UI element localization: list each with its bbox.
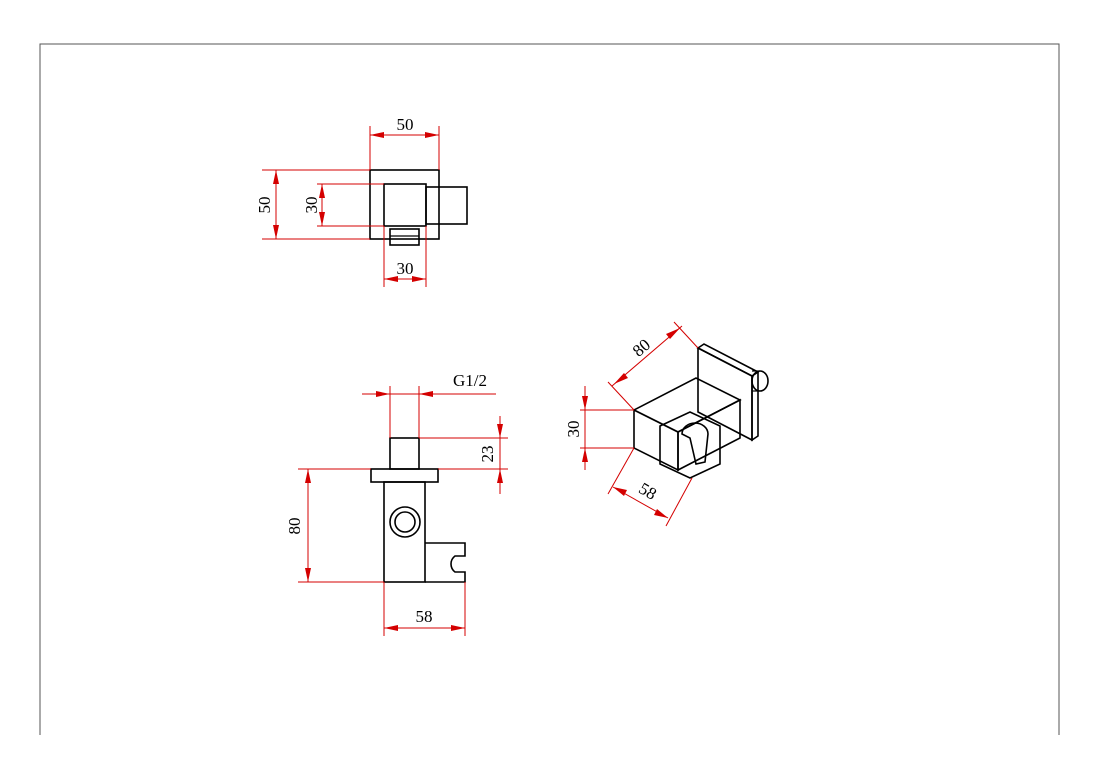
dim-arrow <box>305 469 311 483</box>
dim-arrow <box>273 170 279 184</box>
top-view-thread <box>389 228 420 246</box>
top-view-body <box>383 183 427 227</box>
dim-arrow <box>305 568 311 582</box>
top-view-holder <box>425 186 468 225</box>
front-view-outlet-outer <box>389 506 421 538</box>
dim-top-inner-label: 30 <box>302 197 321 214</box>
top-view: 50 50 30 30 <box>255 115 468 287</box>
top-view-plate <box>369 169 440 240</box>
dim-ext <box>665 477 693 527</box>
dim-arrow <box>319 184 325 198</box>
iso-holder <box>659 411 721 479</box>
dim-iso-length-label: 80 <box>629 335 654 360</box>
dim-arrow <box>425 132 439 138</box>
iso-body-top <box>632 377 742 433</box>
dim-arrow <box>451 625 465 631</box>
dim-iso-height-label: 30 <box>564 421 583 438</box>
dim-arrow <box>412 276 426 282</box>
dim-ext <box>607 447 635 495</box>
front-view: G1/2 23 80 58 <box>285 371 508 636</box>
dim-arrow <box>613 487 627 496</box>
dim-arrow <box>582 448 588 462</box>
dim-arrow <box>319 212 325 226</box>
dim-arrow <box>370 132 384 138</box>
dim-arrow <box>654 509 668 518</box>
front-view-holder <box>425 542 466 583</box>
dim-arrow <box>582 396 588 410</box>
front-view-thread <box>389 437 420 470</box>
front-view-outlet-inner <box>394 511 416 533</box>
iso-plate-top <box>696 343 760 377</box>
dim-arrow <box>614 373 628 384</box>
dim-ext <box>673 321 699 349</box>
dim-top-bottom-label: 30 <box>397 259 414 278</box>
front-view-plate <box>370 468 439 483</box>
dim-thread-length-label: 23 <box>478 446 497 463</box>
dim-front-height-label: 80 <box>285 518 304 535</box>
dim-arrow <box>497 469 503 483</box>
dim-arrow <box>376 391 390 397</box>
dim-ext <box>607 381 635 411</box>
dim-arrow <box>666 328 680 339</box>
iso-holder-slot <box>681 422 709 465</box>
iso-body-front <box>633 408 679 472</box>
dim-arrow <box>273 225 279 239</box>
front-view-body <box>383 481 426 583</box>
dim-thread-label: G1/2 <box>453 371 487 390</box>
iso-body-side <box>677 398 741 472</box>
drawing-frame <box>39 43 1060 735</box>
dim-top-width-label: 50 <box>397 115 414 134</box>
iso-pipe <box>751 370 769 392</box>
dim-iso-width-label: 58 <box>636 479 660 504</box>
dim-front-width-label: 58 <box>416 607 433 626</box>
iso-view: 80 30 58 <box>564 321 769 527</box>
dim-arrow <box>497 424 503 438</box>
dim-top-height-label: 50 <box>255 197 274 214</box>
dim-arrow <box>384 276 398 282</box>
dim-arrow <box>419 391 433 397</box>
iso-plate-side <box>751 370 759 442</box>
dim-arrow <box>384 625 398 631</box>
